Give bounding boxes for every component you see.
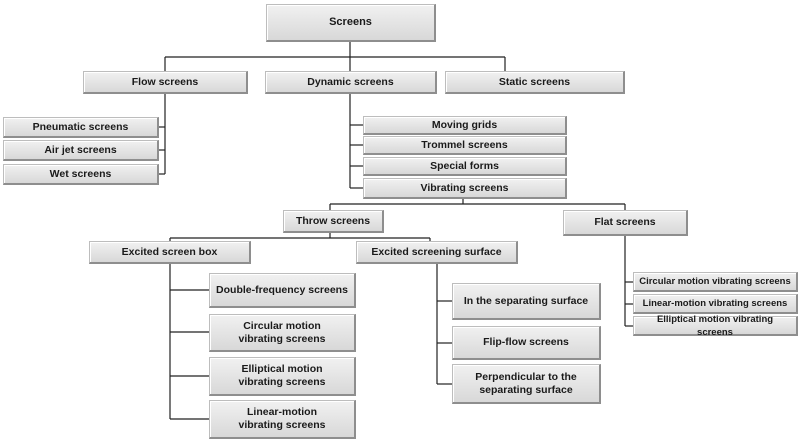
node-flow-screens: Flow screens [83, 71, 248, 94]
node-excited-screening-surface: Excited screening surface [356, 241, 518, 264]
node-double-frequency-screens: Double-frequency screens [209, 273, 356, 308]
node-flip-flow-screens: Flip-flow screens [452, 326, 601, 360]
node-flat-linear-motion-vibrating-screens: Linear-motion vibrating screens [633, 294, 798, 314]
node-static-screens: Static screens [445, 71, 625, 94]
node-wet-screens: Wet screens [3, 164, 159, 185]
node-elliptical-motion-vibrating-screens: Elliptical motion vibrating screens [209, 357, 356, 396]
node-vibrating-screens: Vibrating screens [363, 178, 567, 199]
node-flat-elliptical-motion-vibrating-screens: Elliptical motion vibrating screens [633, 314, 798, 338]
node-excited-screen-box: Excited screen box [89, 241, 251, 264]
node-flat-screens: Flat screens [563, 210, 688, 236]
node-flat-circular-motion-vibrating-screens: Circular motion vibrating screens [633, 272, 798, 292]
node-screens: Screens [266, 4, 436, 42]
node-air-jet-screens: Air jet screens [3, 140, 159, 161]
node-throw-screens: Throw screens [283, 210, 384, 233]
node-pneumatic-screens: Pneumatic screens [3, 117, 159, 138]
node-trommel-screens: Trommel screens [363, 136, 567, 155]
node-moving-grids: Moving grids [363, 116, 567, 135]
node-in-the-separating-surface: In the separating surface [452, 283, 601, 320]
node-dynamic-screens: Dynamic screens [265, 71, 437, 94]
node-circular-motion-vibrating-screens: Circular motion vibrating screens [209, 314, 356, 352]
node-perpendicular-to-the-separating-surface: Perpendicular to the separating surface [452, 364, 601, 404]
node-linear-motion-vibrating-screens: Linear-motion vibrating screens [209, 400, 356, 439]
node-special-forms: Special forms [363, 157, 567, 176]
